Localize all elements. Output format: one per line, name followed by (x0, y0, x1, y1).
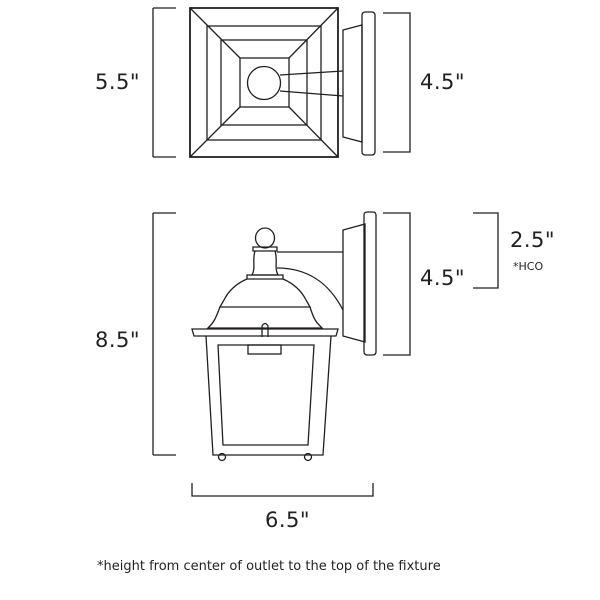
dim-top-depth: 5.5" (95, 70, 141, 94)
hco-label: *HCO (513, 260, 544, 273)
dim-hco: 2.5" (510, 228, 556, 252)
dim-backplate-height: 4.5" (420, 266, 466, 290)
side-view (191, 211, 377, 462)
footnote: *height from center of outlet to the top… (97, 559, 441, 574)
dim-height: 8.5" (95, 328, 141, 352)
dimension-lines (152, 7, 499, 497)
dim-width: 6.5" (265, 508, 311, 532)
top-view (189, 7, 376, 158)
dim-top-backplate-width: 4.5" (420, 70, 466, 94)
